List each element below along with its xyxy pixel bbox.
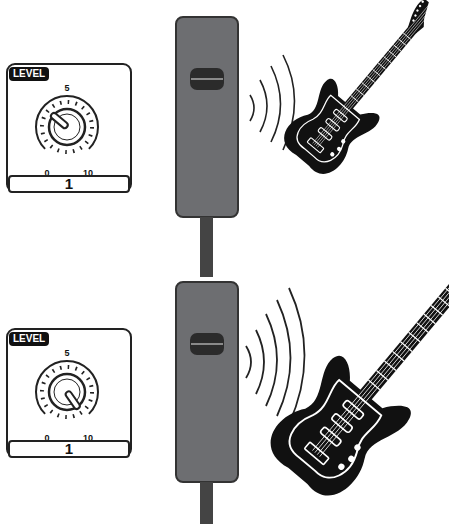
value-display: 1: [8, 440, 130, 458]
level-panel: LEVEL50101: [6, 328, 132, 458]
scale-mark: 5: [64, 84, 69, 93]
scale-mark: 5: [64, 349, 69, 358]
level-tag: LEVEL: [9, 67, 49, 81]
level-tag: LEVEL: [9, 332, 49, 346]
value-display: 1: [8, 175, 130, 193]
level-panel: LEVEL50101: [6, 63, 132, 193]
